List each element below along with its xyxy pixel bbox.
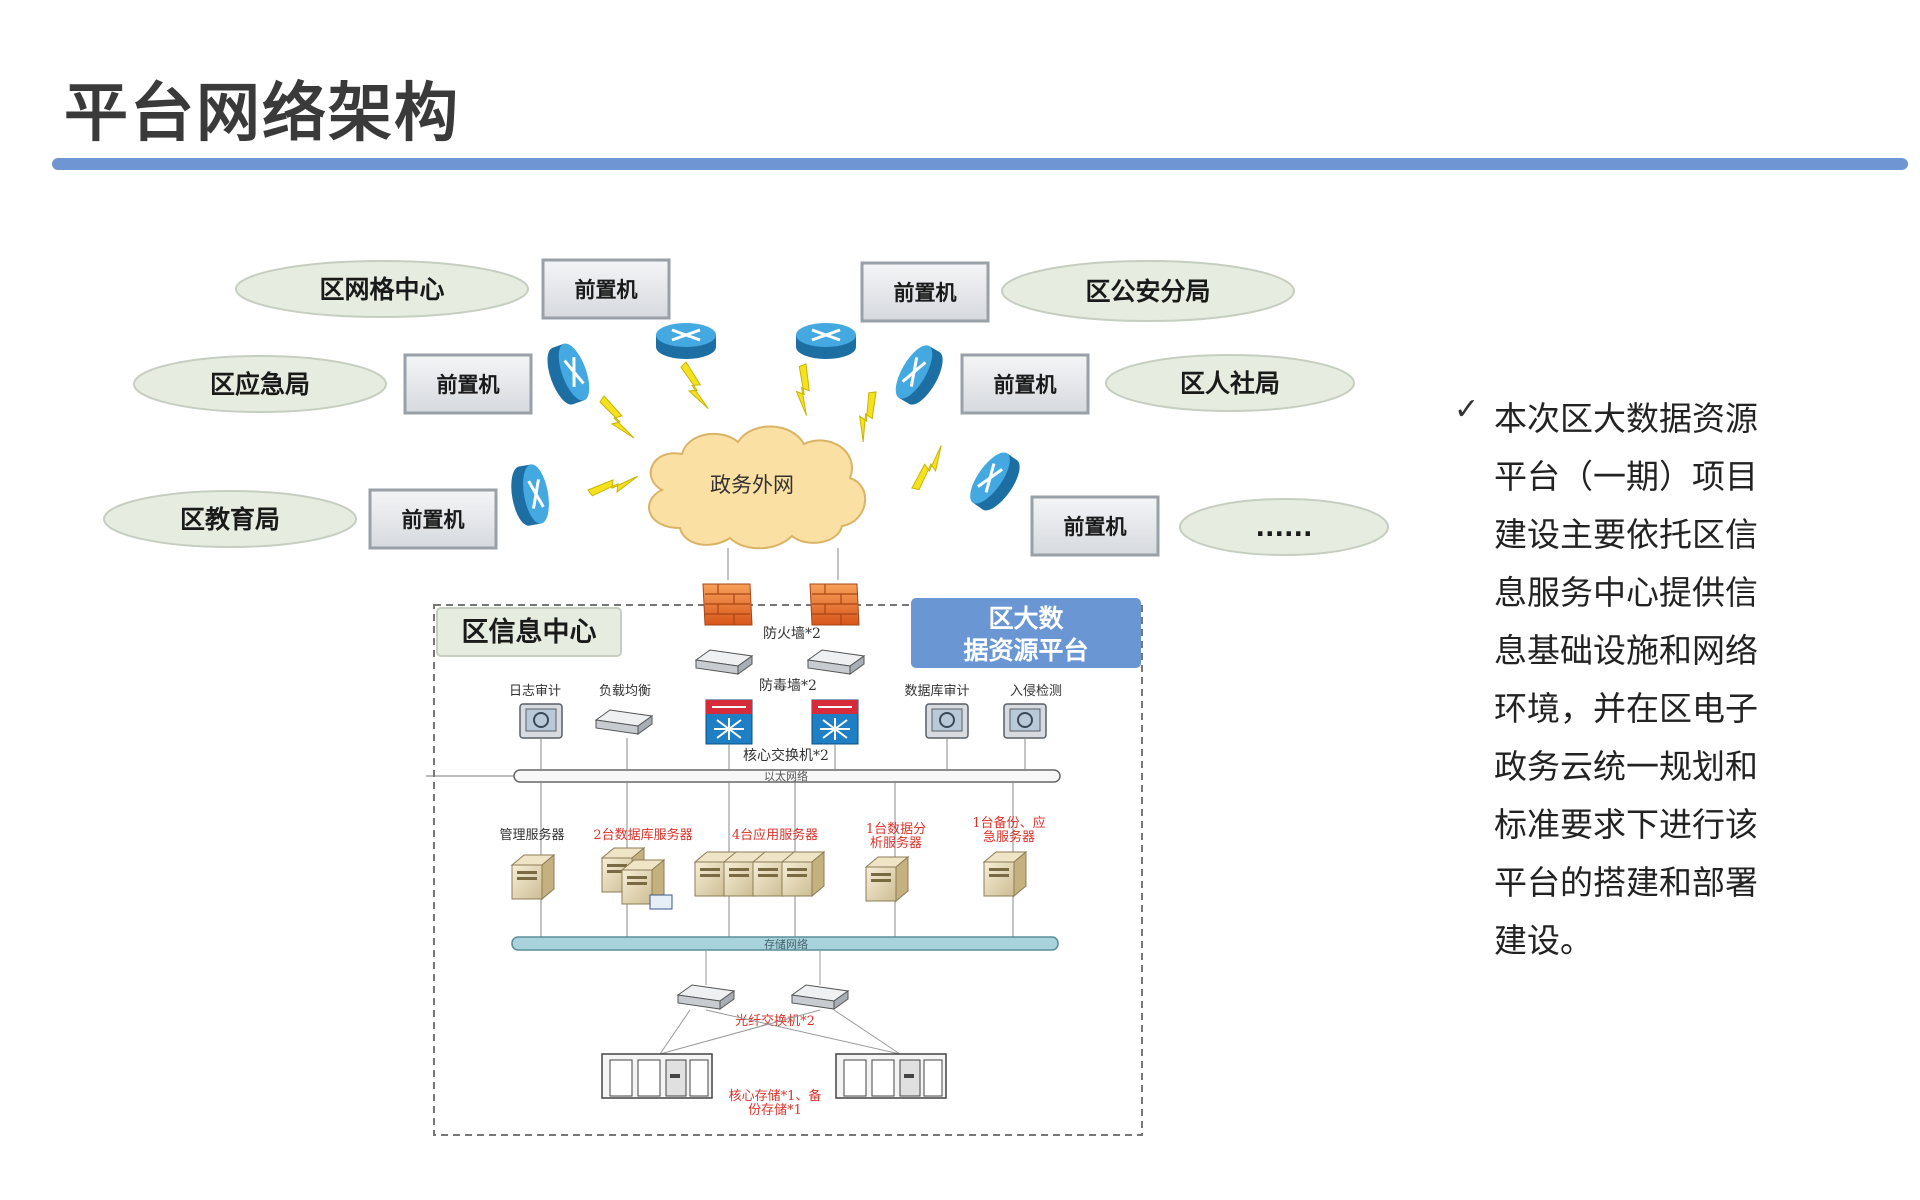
front-machine-label-1: 前置机 — [575, 278, 638, 302]
router-icon — [794, 321, 858, 361]
db-servers-label: 2台数据库服务器 — [593, 827, 692, 843]
front-machine-box-3 — [368, 488, 498, 550]
front-machine-label-5: 前置机 — [994, 373, 1057, 397]
storage-network-label: 存储网络 — [764, 937, 808, 951]
intrusion-icon — [1003, 703, 1047, 739]
front-machine-label-4: 前置机 — [894, 281, 957, 305]
fiber-switch-icon — [677, 984, 735, 1010]
storage-network-bus — [511, 936, 1059, 951]
lightning-icon — [778, 361, 832, 417]
platform-label-line2: 据资源平台 — [963, 636, 1088, 665]
storage-icon — [835, 1053, 947, 1099]
core-switch-label: 核心交换机*2 — [743, 747, 829, 764]
antivirus-icon — [695, 649, 753, 675]
front-machine-label-2: 前置机 — [437, 373, 500, 397]
router-icon — [654, 321, 718, 361]
log-audit-icon — [519, 703, 563, 739]
router-icon — [539, 338, 598, 410]
server-icon — [983, 851, 1027, 897]
agency-ellipse-education — [103, 490, 357, 548]
server-icon — [865, 856, 909, 902]
info-center-label: 区信息中心 — [462, 616, 597, 648]
agency-emergency-label: 区应急局 — [210, 370, 310, 399]
front-machine-box-2 — [403, 353, 533, 415]
front-machine-box-6 — [1030, 495, 1160, 557]
router-icon — [505, 460, 555, 530]
checkmark-icon: ✓ — [1454, 392, 1480, 427]
front-machine-box-4 — [860, 261, 990, 323]
agency-police-label: 区公安分局 — [1085, 277, 1210, 306]
front-machine-label-6: 前置机 — [1064, 515, 1127, 539]
agency-ellipse-hr — [1105, 354, 1355, 412]
lightning-icon — [674, 360, 717, 410]
fiber-switch-label: 光纤交换机*2 — [735, 1013, 815, 1029]
analysis-server-label-1: 1台数据分 — [866, 822, 926, 837]
cloud-label: 政务外网 — [710, 473, 794, 497]
mgmt-server-label: 管理服务器 — [499, 827, 564, 843]
lightning-icon — [586, 461, 639, 509]
db-audit-icon — [925, 703, 969, 739]
storage-label-2: 份存储*1 — [748, 1103, 802, 1118]
router-icon — [887, 338, 952, 412]
front-machine-box-5 — [960, 353, 1090, 415]
cloud-icon: 政务外网 — [648, 425, 867, 550]
agency-ellipse-grid-center — [235, 260, 529, 318]
agency-grid-center-label: 区网格中心 — [319, 275, 444, 304]
storage-label-1: 核心存储*1、备 — [729, 1088, 822, 1104]
platform-label-line1: 区大数 — [988, 604, 1064, 633]
agency-ellipse-police — [1001, 260, 1295, 322]
load-balance-icon — [595, 709, 653, 735]
agency-more-label: ...... — [1256, 513, 1313, 542]
ethernet-label: 以太网络 — [764, 769, 808, 783]
load-balance-label: 负载均衡 — [599, 684, 651, 699]
front-machine-box-1 — [541, 258, 671, 320]
front-machine-label-3: 前置机 — [402, 508, 465, 532]
agency-ellipse-emergency — [133, 355, 387, 413]
antivirus-label: 防毒墙*2 — [759, 678, 817, 694]
backup-server-label-1: 1台备份、应 — [972, 815, 1045, 831]
app-servers-label: 4台应用服务器 — [732, 827, 818, 843]
lightning-icon — [840, 388, 896, 443]
server-icon — [781, 851, 825, 897]
db-audit-label: 数据库审计 — [904, 683, 969, 699]
firewall-label: 防火墙*2 — [763, 626, 821, 642]
agency-education-label: 区教育局 — [180, 505, 280, 534]
page-title: 平台网络架构 — [64, 77, 460, 151]
analysis-server-label-2: 析服务器 — [870, 835, 922, 851]
lightning-icon — [901, 444, 954, 493]
log-audit-label: 日志审计 — [509, 684, 561, 699]
core-switch-icon — [811, 699, 859, 745]
backup-server-label-2: 急服务器 — [983, 829, 1035, 845]
info-center-badge — [436, 607, 622, 657]
agency-ellipse-more — [1179, 498, 1389, 556]
fiber-switch-icon — [791, 984, 849, 1010]
title-divider — [52, 158, 1908, 170]
storage-icon — [601, 1053, 713, 1099]
platform-badge — [911, 598, 1141, 668]
intrusion-label: 入侵检测 — [1010, 683, 1062, 699]
firewall-icon — [809, 583, 860, 626]
antivirus-icon — [807, 649, 865, 675]
core-switch-icon — [705, 699, 753, 745]
server-icon — [511, 854, 555, 900]
description-text: 本次区大数据资源平台（一期）项目建设主要依托区信息服务中心提供信息基础设施和网络… — [1494, 399, 1758, 960]
agency-hr-label: 区人社局 — [1180, 369, 1280, 398]
info-center-boundary — [433, 604, 1143, 1136]
router-icon — [961, 445, 1029, 518]
lightning-icon — [599, 395, 635, 439]
server-tag-icon — [649, 894, 673, 910]
firewall-icon — [702, 583, 753, 626]
